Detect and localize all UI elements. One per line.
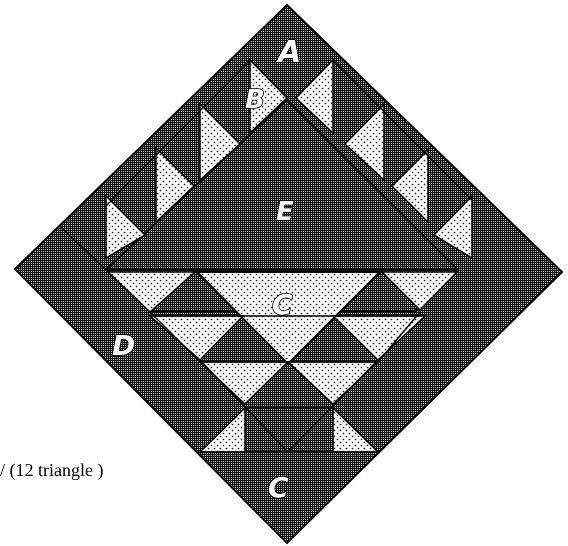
label-e: E <box>276 197 294 227</box>
caption: / (12 triangle ) <box>0 460 103 481</box>
label-c-bottom: C <box>268 471 289 504</box>
label-c-top: C <box>272 288 293 321</box>
label-d: D <box>112 329 135 362</box>
label-a: A <box>276 35 301 70</box>
label-b: B <box>245 85 265 115</box>
